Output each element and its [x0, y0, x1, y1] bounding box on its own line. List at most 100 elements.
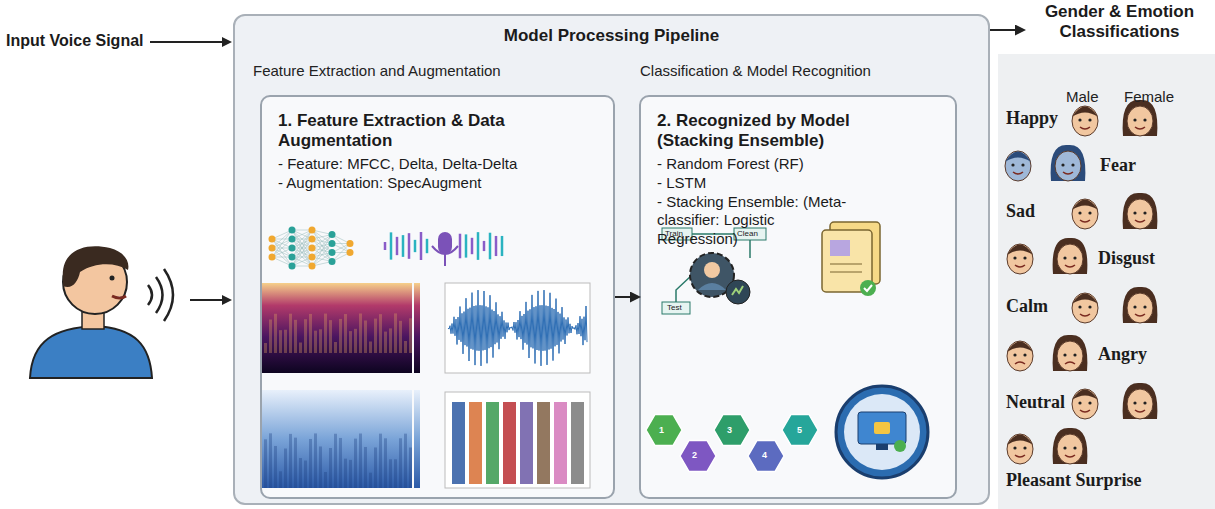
shape	[309, 439, 312, 488]
shape	[309, 314, 312, 353]
step-label: Clean	[737, 229, 758, 238]
shape	[332, 244, 350, 253]
shape	[319, 329, 322, 353]
spectrogram	[262, 283, 420, 373]
shape	[483, 241, 486, 251]
shape	[1021, 163, 1024, 166]
shape	[312, 230, 332, 235]
shape	[1133, 401, 1136, 404]
shape	[384, 242, 387, 250]
shape	[1135, 220, 1145, 222]
shape	[404, 341, 407, 353]
shape	[1023, 256, 1026, 259]
shape	[408, 233, 411, 259]
shape	[359, 434, 362, 488]
shape	[332, 252, 350, 253]
shape	[274, 314, 277, 353]
shape	[292, 230, 312, 266]
shape	[374, 319, 377, 353]
emotion-label: Happy	[1006, 108, 1058, 129]
shape	[292, 266, 312, 267]
shape	[312, 235, 332, 249]
shape	[1143, 305, 1146, 308]
shape	[292, 239, 312, 248]
shape	[332, 244, 350, 253]
shape	[399, 438, 402, 488]
shape	[1007, 434, 1033, 464]
flow-arrow	[990, 29, 1024, 31]
shape	[309, 236, 316, 243]
shape	[477, 232, 480, 260]
shape	[324, 314, 327, 353]
shape	[292, 230, 312, 248]
shape	[1023, 446, 1026, 449]
shape	[334, 342, 337, 353]
shape	[1072, 199, 1098, 229]
shape	[272, 257, 292, 266]
shape	[312, 230, 332, 262]
shape	[292, 230, 312, 266]
shape	[1007, 342, 1033, 353]
mel-spectrogram	[262, 390, 420, 488]
shape	[319, 446, 322, 488]
input-arrow	[150, 41, 230, 43]
shape	[314, 331, 317, 353]
shape	[1072, 106, 1098, 136]
shape	[469, 402, 482, 484]
shape	[324, 472, 327, 488]
shape	[1007, 245, 1033, 256]
shape	[1063, 446, 1066, 449]
step-number: 1	[659, 425, 664, 435]
shape	[272, 230, 292, 248]
shape	[332, 244, 350, 262]
shape	[409, 318, 412, 353]
shape	[1065, 362, 1075, 364]
shape	[1013, 353, 1016, 356]
shape	[384, 332, 387, 353]
shape	[292, 239, 312, 240]
shape	[304, 461, 307, 488]
shape	[272, 239, 292, 266]
shape	[329, 448, 332, 488]
shape	[1088, 211, 1091, 214]
shape	[1135, 127, 1145, 129]
shape	[332, 235, 350, 244]
shape	[1123, 287, 1158, 323]
shape	[272, 248, 292, 257]
shape	[299, 458, 302, 488]
label: Input Voice Signal	[6, 32, 144, 50]
shape	[329, 249, 336, 256]
shape	[364, 320, 367, 353]
shape	[272, 257, 292, 258]
shape	[1133, 118, 1136, 121]
shape	[452, 402, 465, 484]
node-heading: 1. Feature Extraction & Data Augmentatio…	[278, 111, 538, 151]
shape	[414, 240, 417, 252]
shape	[1088, 118, 1091, 121]
shape	[426, 239, 429, 253]
shape	[359, 313, 362, 353]
shape	[1053, 238, 1088, 274]
emotion-label: Sad	[1006, 201, 1035, 222]
shape	[272, 230, 292, 257]
mic-wave-icon	[385, 232, 502, 266]
shape	[1143, 401, 1146, 404]
shape	[272, 239, 292, 257]
shape	[289, 236, 296, 243]
shape	[264, 343, 267, 353]
process-box: 1. Feature Extraction & Data Augmentatio…	[260, 95, 615, 499]
shape	[354, 439, 357, 488]
shape	[312, 244, 332, 267]
shape	[1013, 446, 1016, 449]
speaker-figure	[30, 246, 173, 378]
shape	[1078, 211, 1081, 214]
shape	[292, 257, 312, 266]
shape	[269, 245, 276, 252]
shape	[465, 234, 468, 257]
shape	[390, 232, 393, 259]
shape	[344, 459, 347, 488]
shape	[347, 240, 354, 247]
